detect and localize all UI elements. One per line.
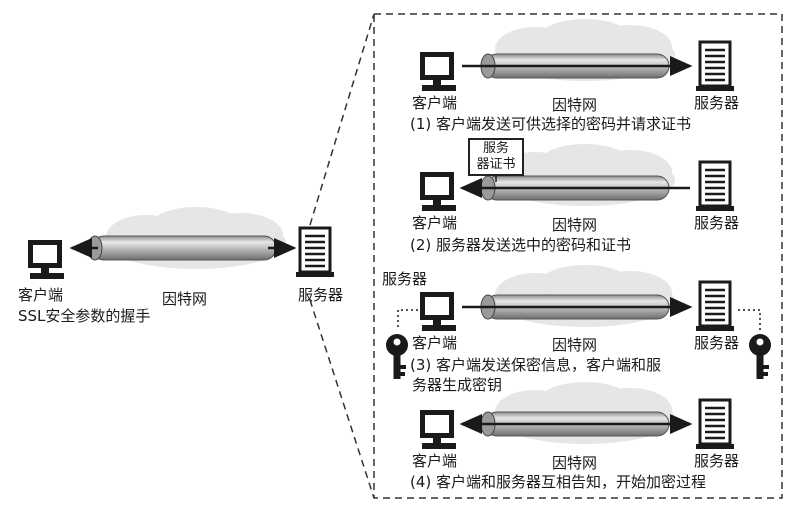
certificate-label-line2: 器证书 [476, 157, 516, 172]
step2-caption: (2) 服务器发送选中的密码和证书 [410, 236, 632, 254]
internet-label: 因特网 [552, 454, 598, 472]
server-icon [694, 280, 736, 333]
internet-label: 因特网 [552, 336, 598, 354]
certificate-label-line1: 服务 [482, 141, 509, 156]
step4-caption: (4) 客户端和服务器互相告知，开始加密过程 [410, 473, 707, 491]
internet-label: 因特网 [552, 216, 598, 234]
server-icon [694, 160, 736, 213]
step4-connection [420, 382, 736, 451]
server-label: 服务器 [694, 214, 740, 232]
zoom-guides [309, 13, 783, 499]
step1-caption: (1) 客户端发送可供选择的密码并请求证书 [410, 115, 692, 133]
client-label: 客户端 [412, 334, 458, 352]
step3-caption-line1: (3) 客户端发送保密信息，客户端和服 [410, 356, 662, 374]
server-label: 服务器 [298, 286, 344, 304]
server-icon [294, 226, 336, 279]
server-icon [694, 40, 736, 93]
server-top-label: 服务器 [382, 270, 428, 288]
client-label: 客户端 [18, 286, 64, 304]
step1-connection [420, 19, 736, 93]
overview-connection [28, 207, 336, 279]
client-computer-icon [28, 240, 64, 279]
client-computer-icon [420, 292, 456, 331]
step3-caption-line2: 务器生成密钥 [412, 376, 503, 394]
step3-connection [386, 265, 771, 379]
client-label: 客户端 [412, 214, 458, 232]
server-icon [694, 398, 736, 451]
client-computer-icon [420, 52, 456, 91]
client-key-icon [386, 334, 408, 379]
client-label: 客户端 [412, 94, 458, 112]
server-label: 服务器 [694, 334, 740, 352]
server-key-icon [749, 334, 771, 379]
client-computer-icon [420, 410, 456, 449]
client-label: 客户端 [412, 452, 458, 470]
client-computer-icon [420, 172, 456, 211]
internet-label: 因特网 [552, 96, 598, 114]
internet-label: 因特网 [162, 290, 208, 308]
step2-connection [420, 144, 736, 213]
server-label: 服务器 [694, 94, 740, 112]
server-certificate-box: 服务 器证书 [468, 138, 524, 176]
server-label: 服务器 [694, 452, 740, 470]
overview-caption: SSL安全参数的握手 [18, 307, 151, 325]
